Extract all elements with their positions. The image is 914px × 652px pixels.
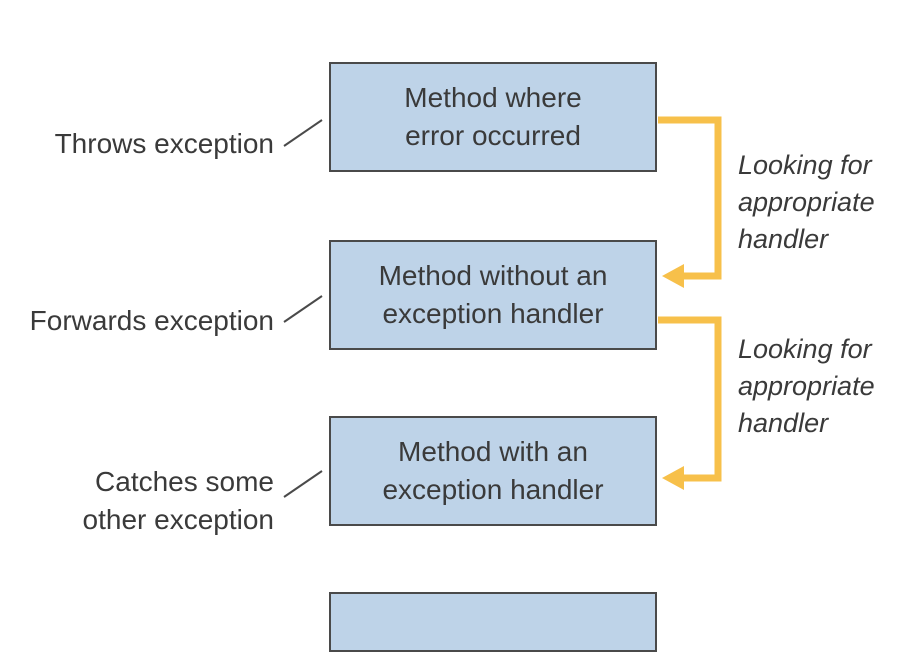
arrowhead-2-icon	[662, 466, 684, 490]
leader-line-throws	[283, 119, 323, 147]
note-line: handler	[738, 224, 829, 254]
note-looking-for-handler-2: Looking for appropriate handler	[738, 331, 875, 442]
box-label: Method where	[404, 82, 582, 113]
side-label-line: other exception	[82, 504, 274, 535]
box-method-no-handler: Method without an exception handler	[329, 240, 657, 350]
box-label: exception handler	[382, 474, 604, 505]
box-label: error occurred	[405, 120, 581, 151]
note-line: appropriate	[738, 187, 875, 217]
box-label: exception handler	[382, 298, 604, 329]
box-label: Method with an	[398, 436, 588, 467]
label-catches-other-exception: Catches some other exception	[83, 463, 274, 539]
search-arrow-1	[658, 116, 722, 280]
leader-line-catches	[283, 470, 323, 498]
diagram-connectors	[283, 116, 722, 498]
note-looking-for-handler-1: Looking for appropriate handler	[738, 147, 875, 258]
box-method-with-handler: Method with an exception handler	[329, 416, 657, 526]
side-label-line: Throws exception	[54, 128, 274, 159]
label-forwards-exception: Forwards exception	[30, 302, 274, 340]
box-partial-bottom	[329, 592, 657, 652]
leader-line-forwards	[283, 295, 323, 323]
box-label: Method without an	[378, 260, 608, 291]
box-method-error: Method where error occurred	[329, 62, 657, 172]
arrowhead-1-icon	[662, 264, 684, 288]
label-throws-exception: Throws exception	[55, 125, 274, 163]
note-line: handler	[738, 408, 829, 438]
note-line: appropriate	[738, 371, 875, 401]
note-line: Looking for	[738, 334, 872, 364]
side-label-line: Forwards exception	[29, 305, 274, 336]
side-label-line: Catches some	[95, 466, 274, 497]
note-line: Looking for	[738, 150, 872, 180]
search-arrow-2	[658, 316, 722, 482]
